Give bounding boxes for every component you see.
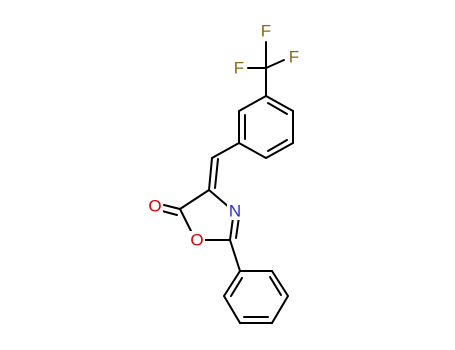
bond-ring2-inner-c	[230, 277, 243, 297]
bonds	[161, 41, 294, 324]
bond-ring1-inner-a	[267, 102, 288, 115]
bond-aryl-methine	[211, 142, 240, 159]
atom-oxygen-carbonyl: O	[148, 197, 161, 216]
bond-methine-c4	[208, 157, 213, 191]
atom-fluorine-left: F	[234, 59, 244, 78]
bond-o1-c5	[179, 208, 194, 236]
bond-c5-o-carbonyl	[163, 204, 181, 210]
bond-ring1-d	[238, 142, 267, 159]
atom-labels: F F F N O O	[147, 22, 302, 250]
bond-ring2-c	[271, 295, 289, 324]
bond-ring2-b	[271, 270, 289, 297]
bond-ring2-f	[223, 270, 241, 297]
bond-methine-c4-double	[214, 158, 219, 189]
atom-oxygen-ring: O	[190, 231, 203, 250]
bond-ring2-e	[223, 295, 241, 324]
bond-c4-n	[208, 189, 231, 209]
bond-ring1-a	[265, 95, 294, 112]
atom-fluorine-top: F	[261, 22, 271, 41]
bond-c-f-right	[265, 59, 285, 69]
atom-fluorine-right: F	[289, 48, 299, 67]
bond-ring1-c	[265, 142, 294, 159]
bond-c5-o-carbonyl-double	[161, 210, 178, 216]
bond-n-c2	[229, 217, 234, 241]
bond-ring2-inner-a	[269, 276, 282, 296]
bond-ring1-inner-b	[267, 139, 288, 152]
atom-nitrogen: N	[229, 202, 241, 221]
bond-c2-phenyl	[229, 239, 241, 272]
bond-c5-c4	[179, 189, 210, 210]
bond-n-c2-double	[235, 216, 240, 239]
bond-ring1-f	[238, 95, 267, 112]
